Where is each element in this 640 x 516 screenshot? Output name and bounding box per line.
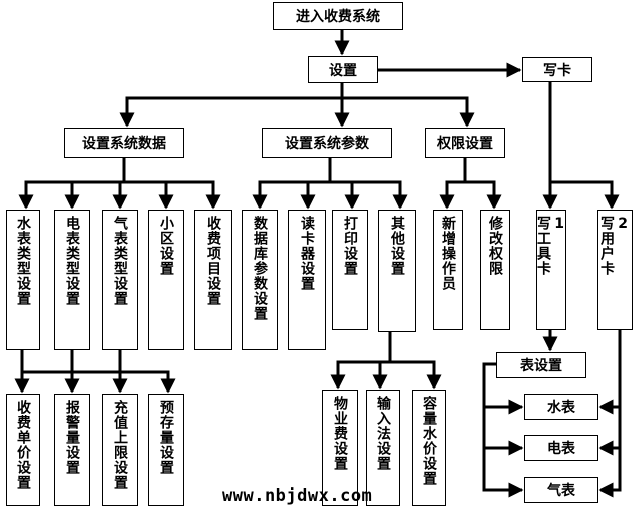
meter-settings-node: 表设置 [496, 352, 586, 378]
add-operator-node: 新增操作员 [433, 210, 463, 330]
recharge-limit-label: 充值上限设置 [112, 400, 128, 490]
capacity-water-price-label: 容量水价设置 [421, 396, 437, 486]
water-meter-node: 水表 [524, 394, 598, 420]
charge-item-label: 收费项目设置 [205, 216, 221, 306]
electric-meter-type-label: 电表类型设置 [64, 216, 80, 306]
prestore-amount-label: 预存量设置 [158, 400, 174, 475]
property-fee-node: 物业费设置 [322, 390, 358, 506]
other-settings-node: 其他设置 [378, 210, 416, 332]
print-settings-node: 打印设置 [332, 210, 368, 330]
database-params-node: 数据库参数设置 [242, 210, 278, 350]
write-user-card-number: 2 [615, 216, 632, 233]
residential-area-label: 小区设置 [158, 216, 174, 276]
unit-price-node: 收费单价设置 [6, 394, 40, 506]
charge-item-node: 收费项目设置 [194, 210, 232, 350]
water-meter-type-label: 水表类型设置 [15, 216, 31, 306]
gas-meter-node: 气表 [524, 477, 598, 503]
system-data-node: 设置系统数据 [64, 128, 184, 158]
watermark-text: www.nbjdwx.com [222, 486, 373, 506]
prestore-amount-node: 预存量设置 [148, 394, 184, 506]
recharge-limit-node: 充值上限设置 [102, 394, 138, 506]
root-node: 进入收费系统 [273, 2, 403, 30]
other-settings-label: 其他设置 [389, 216, 405, 276]
modify-permission-node: 修改权限 [480, 210, 510, 330]
card-reader-node: 读卡器设置 [288, 210, 326, 350]
capacity-water-price-node: 容量水价设置 [412, 390, 446, 506]
electric-meter-type-node: 电表类型设置 [54, 210, 90, 350]
electric-meter-node: 电表 [524, 435, 598, 461]
property-fee-label: 物业费设置 [332, 396, 348, 471]
input-method-label: 输入法设置 [375, 396, 391, 471]
write-tool-card-number: 1 [551, 216, 568, 233]
permissions-node: 权限设置 [425, 128, 505, 158]
unit-price-label: 收费单价设置 [15, 400, 31, 490]
gas-meter-type-label: 气表类型设置 [112, 216, 128, 306]
input-method-node: 输入法设置 [366, 390, 400, 506]
modify-permission-label: 修改权限 [487, 216, 503, 276]
water-meter-type-node: 水表类型设置 [6, 210, 40, 350]
settings-node: 设置 [308, 56, 378, 83]
add-operator-label: 新增操作员 [440, 216, 456, 291]
card-reader-label: 读卡器设置 [299, 216, 315, 291]
system-params-node: 设置系统参数 [262, 128, 392, 158]
alarm-amount-label: 报警量设置 [64, 400, 80, 475]
alarm-amount-node: 报警量设置 [54, 394, 90, 506]
gas-meter-type-node: 气表类型设置 [102, 210, 138, 350]
print-settings-label: 打印设置 [342, 216, 358, 276]
database-params-label: 数据库参数设置 [252, 216, 268, 321]
write-tool-card-text: 写工具卡 [535, 216, 551, 276]
write-user-card-text: 写用户卡 [599, 216, 615, 276]
write-card-node: 写卡 [522, 57, 592, 82]
residential-area-node: 小区设置 [148, 210, 184, 350]
